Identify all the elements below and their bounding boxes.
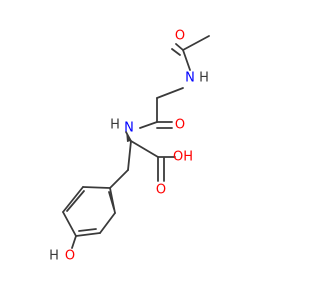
bond-acetyl-n (182, 49, 191, 71)
phenol-hydrogen-label: H (49, 249, 59, 264)
bond-acetyl-carbonyl-1 (175, 43, 184, 51)
bond-ring-inner-1 (108, 191, 115, 210)
bonds (62, 35, 210, 249)
carboxyl-oxygen-label: O (156, 183, 166, 198)
bond-alpha-carboxyl (130, 140, 159, 158)
amide-2-oxygen-label: O (175, 118, 185, 133)
amide-2-hydrogen-label: H (110, 118, 120, 133)
bond-ring-4 (62, 211, 77, 237)
bond-ring-6 (82, 186, 111, 189)
carboxyl-hydroxyl-label: OH (173, 150, 193, 165)
atom-labels: O N H N H O OH O O H (49, 29, 209, 264)
bond-ring-2 (99, 212, 116, 234)
bond-ring-inner-3 (66, 190, 85, 212)
amide-1-hydrogen-label: H (199, 71, 209, 86)
bond-acetyl-methyl (182, 35, 210, 51)
bond-ring-3 (75, 232, 101, 237)
bond-alpha-beta (127, 140, 132, 171)
amide-2-nitrogen-label: N (124, 121, 134, 136)
molecule-structure: O N H N H O OH O O H (49, 29, 210, 264)
bond-amide-n-alpha (125, 131, 132, 142)
bond-ring-phenol (71, 235, 77, 249)
bond-ring-5 (62, 186, 84, 213)
bond-n-gly-ch2 (156, 87, 184, 99)
bond-beta-ring (109, 169, 129, 189)
acetyl-oxygen-label: O (175, 29, 185, 44)
phenol-oxygen-label: O (65, 249, 75, 264)
bond-acetyl-carbonyl-2 (171, 48, 181, 56)
bond-carbonyl-amide-n (139, 121, 158, 129)
amide-1-nitrogen-label: N (185, 71, 195, 86)
bond-ring-inner-2 (78, 228, 97, 232)
